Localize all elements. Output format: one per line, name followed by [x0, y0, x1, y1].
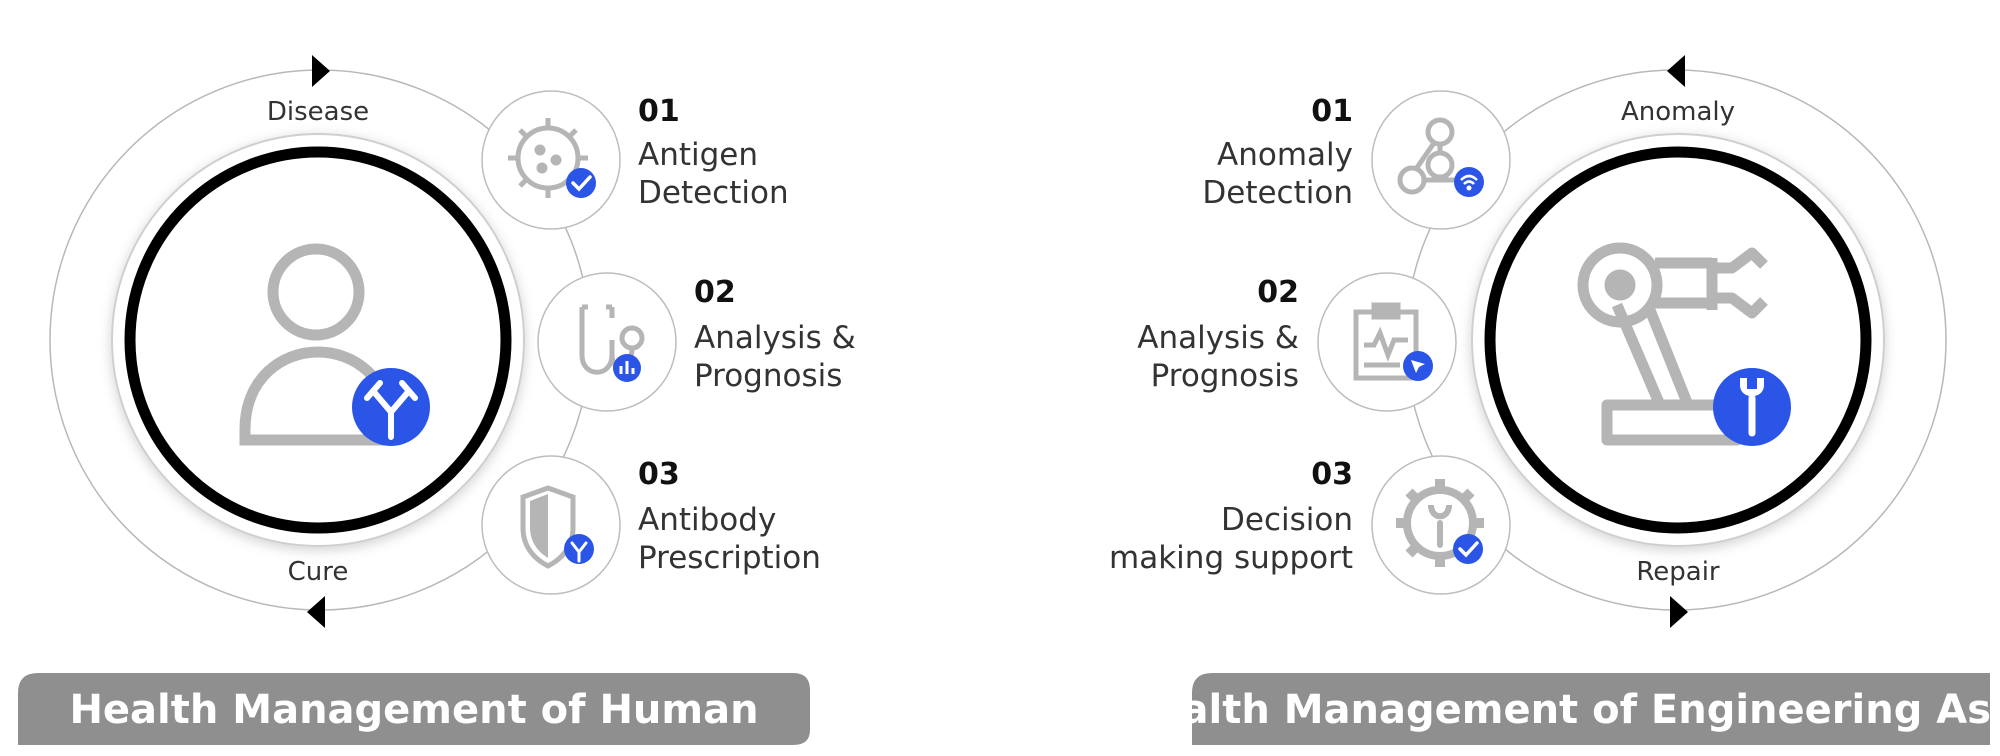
left-cycle-top-label: Disease [267, 97, 369, 127]
left-step-3-node [481, 455, 621, 595]
right-step-1-line2: Detection [1202, 175, 1353, 211]
left-step-2: 02 Analysis & Prognosis [694, 275, 856, 394]
left-step-2-line2: Prognosis [694, 358, 842, 394]
wifi-badge-icon [1454, 167, 1484, 197]
right-banner-title: Health Management of Engineering Asset [1121, 687, 2000, 733]
left-step-2-line1: Analysis & [694, 320, 856, 356]
bar-chart-badge-icon [613, 354, 641, 382]
right-cycle-arrow-top [1667, 55, 1685, 87]
left-step-3-number: 03 [638, 457, 680, 492]
antibody-badge-icon [564, 534, 594, 564]
right-banner [1192, 673, 1990, 745]
virus-icon [508, 118, 588, 198]
left-banner [18, 673, 810, 745]
right-cycle-arrow-bottom [1670, 596, 1688, 628]
right-step-3-line2: making support [1109, 540, 1353, 576]
right-step-1-number: 01 [1311, 94, 1353, 129]
left-step-3-line1: Antibody [638, 502, 776, 538]
cursor-badge-icon [1403, 351, 1433, 381]
left-cycle-bottom-label: Cure [288, 557, 349, 587]
right-step-3-node [1371, 455, 1511, 595]
left-panel: Disease Cure [18, 55, 856, 745]
left-step-1-line1: Antigen [638, 137, 758, 173]
gear-wrench-icon [1396, 479, 1484, 567]
right-step-2: 02 Analysis & Prognosis [1137, 275, 1299, 394]
left-banner-title: Health Management of Human [69, 687, 758, 733]
antibody-icon [352, 368, 430, 446]
left-step-2-node [537, 272, 677, 412]
right-cycle-bottom-label: Repair [1636, 557, 1720, 587]
right-step-2-node [1317, 272, 1457, 412]
left-step-2-number: 02 [694, 275, 736, 310]
right-center-ring [1484, 146, 1872, 534]
right-step-3-line1: Decision [1221, 502, 1353, 538]
right-step-2-line1: Analysis & [1137, 320, 1299, 356]
left-cycle-arrow-bottom [307, 596, 325, 628]
check-badge-icon [566, 168, 596, 198]
left-step-1-node [481, 90, 621, 230]
right-step-1: 01 Anomaly Detection [1202, 94, 1353, 211]
left-step-3-line2: Prescription [638, 540, 821, 576]
right-cycle-top-label: Anomaly [1621, 97, 1735, 127]
right-step-2-line2: Prognosis [1151, 358, 1299, 394]
right-step-1-node [1371, 90, 1511, 230]
right-step-3-number: 03 [1311, 457, 1353, 492]
clipboard-icon [1353, 302, 1419, 381]
wrench-icon [1713, 368, 1791, 446]
left-step-3: 03 Antibody Prescription [638, 457, 821, 576]
left-cycle-arrow-top [312, 55, 330, 87]
left-step-1-number: 01 [638, 94, 680, 129]
shield-icon [520, 485, 576, 569]
right-step-3: 03 Decision making support [1109, 457, 1353, 576]
check-badge-icon [1453, 534, 1483, 564]
right-panel: Anomaly Repair [1109, 55, 2000, 745]
right-step-1-line1: Anomaly [1217, 137, 1353, 173]
right-step-2-number: 02 [1257, 275, 1299, 310]
molecule-icon [1397, 117, 1460, 195]
left-step-1-line2: Detection [638, 175, 789, 211]
left-step-1: 01 Antigen Detection [638, 94, 789, 211]
